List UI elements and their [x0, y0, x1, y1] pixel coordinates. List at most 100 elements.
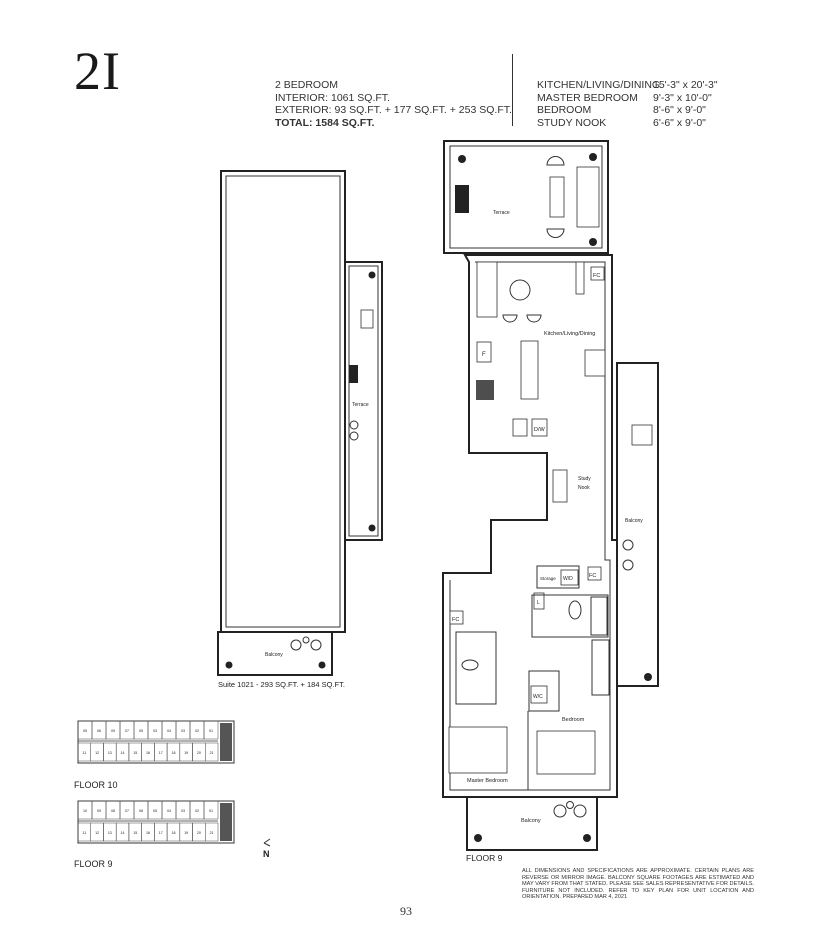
room-name: MASTER BEDROOM — [537, 91, 638, 104]
room-name: STUDY NOOK — [537, 116, 607, 129]
key-plan-unit — [205, 742, 219, 762]
master-bedroom-label: Master Bedroom — [467, 778, 508, 784]
room-size: 6'-6" x 9'-0" — [653, 116, 706, 129]
key-plan-unit-number: 05 — [83, 729, 87, 733]
key-plan-unit-number: 03 — [181, 809, 185, 813]
fc-label-1: FC — [593, 273, 600, 279]
disclaimer: All dimensions and specifications are ap… — [522, 868, 754, 901]
storage-label: Storage — [540, 576, 556, 581]
key-plan-unit — [205, 822, 219, 842]
key-plan-unit-number: 19 — [184, 831, 188, 835]
key-plan-outline — [77, 720, 235, 764]
room-name: BEDROOM — [537, 104, 592, 116]
key-plan-unit-number: 05 — [153, 809, 157, 813]
interior-area: INTERIOR: 1061 SQ.FT. — [275, 91, 390, 104]
upper-balcony-label: Balcony — [265, 652, 283, 658]
floor-9-label: FLOOR 9 — [74, 859, 113, 869]
bottom-balcony — [466, 796, 598, 851]
key-plan-unit-number: 21 — [210, 751, 214, 755]
fc-label-3: FC — [452, 617, 459, 623]
key-plan-unit-number: 02 — [195, 729, 199, 733]
key-plan-unit-number: 15 — [133, 831, 137, 835]
bedroom-label: Bedroom — [562, 717, 585, 723]
key-plan-unit-number: 18 — [171, 831, 175, 835]
wic-label: W/C — [533, 694, 543, 700]
key-plan-unit-number: 20 — [197, 831, 201, 835]
key-plan-unit-number: 07 — [125, 809, 129, 813]
room-size: 8'-6" x 9'-0" — [653, 104, 706, 116]
floor-10-label: FLOOR 10 — [74, 780, 118, 790]
nook-label: Nook — [578, 485, 590, 491]
main-floor-label: FLOOR 9 — [466, 853, 503, 863]
main-terrace — [443, 140, 609, 254]
key-plan-highlighted-suite — [220, 803, 232, 841]
side-balcony — [616, 362, 659, 687]
key-plan-unit-number: 13 — [108, 751, 112, 755]
key-plan-unit-number: 09 — [97, 809, 101, 813]
key-plan-unit-number: 19 — [184, 751, 188, 755]
side-balcony-label: Balcony — [625, 518, 643, 524]
bottom-balcony-label: Balcony — [521, 818, 541, 824]
room-row: MASTER BEDROOM 9'-3" x 10'-0" — [537, 92, 718, 105]
key-plan-unit-number: 03 — [181, 729, 185, 733]
fridge-label: F — [482, 352, 486, 358]
dishwasher-label: D/W — [534, 427, 546, 433]
key-plan-unit — [203, 720, 219, 740]
study-label: Study — [578, 476, 591, 482]
key-plan-unit-number: 08 — [111, 809, 115, 813]
key-plan-unit-number: 15 — [133, 751, 137, 755]
upper-terrace-label: Terrace — [352, 402, 369, 408]
main-unit-outline — [442, 254, 618, 798]
suite-specs: 2 BEDROOM INTERIOR: 1061 SQ.FT. EXTERIOR… — [275, 79, 512, 129]
key-plan-unit-number: 01 — [209, 809, 213, 813]
key-plan-unit-number: 20 — [197, 751, 201, 755]
key-plan-unit-number: 12 — [95, 831, 99, 835]
total-area: TOTAL: 1584 SQ.FT. — [275, 116, 375, 129]
key-plan-unit-number: 17 — [159, 831, 163, 835]
key-plan-highlighted-suite — [220, 723, 232, 761]
upper-balcony — [217, 631, 333, 676]
divider — [512, 54, 513, 126]
key-plan-unit-number: 11 — [82, 751, 86, 755]
main-floor-plan: Terrace FC Kitchen/Living/Dining F D/W S… — [442, 140, 659, 863]
page-number: 93 — [400, 904, 412, 918]
key-plan-unit-number: 06 — [139, 809, 143, 813]
room-name: KITCHEN/LIVING/DINING — [537, 79, 661, 91]
room-size: 9'-3" x 10'-0" — [653, 91, 712, 104]
key-plan-unit-number: 14 — [121, 831, 125, 835]
key-plan-unit-number: 05 — [139, 729, 143, 733]
key-plan-unit-number: 12 — [95, 751, 99, 755]
main-terrace-label: Terrace — [493, 210, 510, 216]
key-plan-unit-number: 03 — [153, 729, 157, 733]
key-plan-unit-number: 04 — [167, 729, 171, 733]
key-plan-unit-number: 21 — [210, 831, 214, 835]
fc-label-2: FC — [589, 573, 596, 579]
suite-title: 2I — [74, 41, 121, 101]
key-plan-unit — [203, 800, 219, 820]
room-size: 15'-3" x 20'-3" — [653, 79, 718, 91]
key-plan-unit-number: 16 — [146, 751, 150, 755]
key-plan-unit-number: 07 — [125, 729, 129, 733]
key-plan-unit-number: 10 — [83, 809, 87, 813]
key-plan-unit-number: 06 — [97, 729, 101, 733]
upper-plan-caption: Suite 1021 - 293 SQ.FT. + 184 SQ.FT. — [218, 680, 345, 689]
key-plan-unit-number: 14 — [121, 751, 125, 755]
north-arrow-icon — [263, 838, 271, 847]
key-plan-outline — [77, 800, 235, 844]
key-plan-unit-number: 02 — [195, 809, 199, 813]
key-plan-unit-number: 09 — [111, 729, 115, 733]
key-plan-unit-number: 16 — [146, 831, 150, 835]
key-plan-unit-number: 18 — [171, 751, 175, 755]
key-plan-unit-number: 13 — [108, 831, 112, 835]
bedroom-count: 2 BEDROOM — [275, 79, 339, 91]
exterior-area: EXTERIOR: 93 SQ.FT. + 177 SQ.FT. + 253 S… — [275, 104, 512, 116]
north-label: N — [263, 849, 270, 859]
upper-floor-plan: Terrace Balcony Suite 1021 - 293 SQ.FT. … — [217, 170, 383, 689]
key-plan-unit-number: 01 — [209, 729, 213, 733]
upper-unit-outline — [220, 170, 346, 633]
room-row: STUDY NOOK 6'-6" x 9'-0" — [537, 117, 718, 130]
